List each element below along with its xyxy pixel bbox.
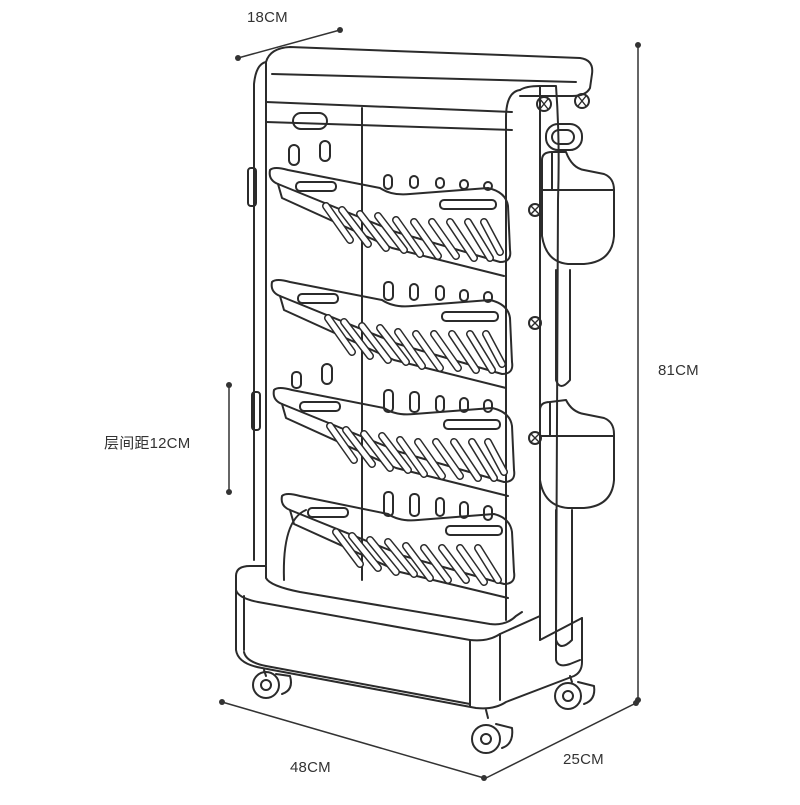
back-hooks: [288, 140, 333, 389]
shelf-2: [270, 279, 514, 389]
top-rim-inner: [271, 73, 577, 83]
caster-wheel-icon: [554, 675, 596, 710]
shelf-4: [280, 491, 516, 599]
side-basket-top: [541, 151, 615, 265]
top-crossbar: [265, 101, 513, 113]
shelf-spacing-label: 层间距12CM: [104, 435, 191, 452]
dimension-endpoints: [219, 27, 641, 781]
depth-bottom-label: 25CM: [563, 751, 604, 768]
screw-icon: [536, 96, 552, 112]
top-crossbar-lower: [265, 121, 513, 131]
side-handle-slot: [545, 123, 583, 151]
shelf-1: [268, 167, 512, 277]
screw-icon: [528, 316, 542, 330]
back-slots: [383, 174, 493, 191]
left-latch-bottom: [251, 391, 261, 431]
right-rail-upper: [555, 269, 571, 387]
left-latch-top: [247, 167, 257, 207]
depth-top-label: 18CM: [247, 9, 288, 26]
back-slots: [383, 389, 493, 413]
right-post-inner: [505, 89, 521, 621]
side-handle-slot-inner: [551, 129, 575, 145]
bottom-support-rod: [282, 509, 307, 581]
width-dimension-line: [221, 701, 485, 779]
depth-bottom-dimension-line: [485, 702, 637, 779]
left-post-outer: [253, 61, 267, 561]
caster-wheel-icon: [471, 709, 514, 754]
side-basket-bottom: [539, 399, 615, 509]
top-rim-outer: [265, 46, 594, 97]
shelf-3: [272, 387, 516, 497]
caster-wheels: [252, 669, 596, 754]
back-slots: [383, 491, 493, 521]
right-post-outer: [519, 85, 560, 641]
base-box: [235, 565, 583, 710]
depth-top-dimension-line: [237, 29, 341, 59]
width-label: 48CM: [290, 759, 331, 776]
left-handle-slot: [292, 112, 328, 130]
back-slots: [383, 281, 493, 303]
height-label: 81CM: [658, 362, 699, 379]
screw-icon: [574, 93, 590, 109]
caster-wheel-icon: [252, 669, 292, 699]
screws: [528, 93, 590, 445]
dimension-lines: [221, 29, 639, 779]
